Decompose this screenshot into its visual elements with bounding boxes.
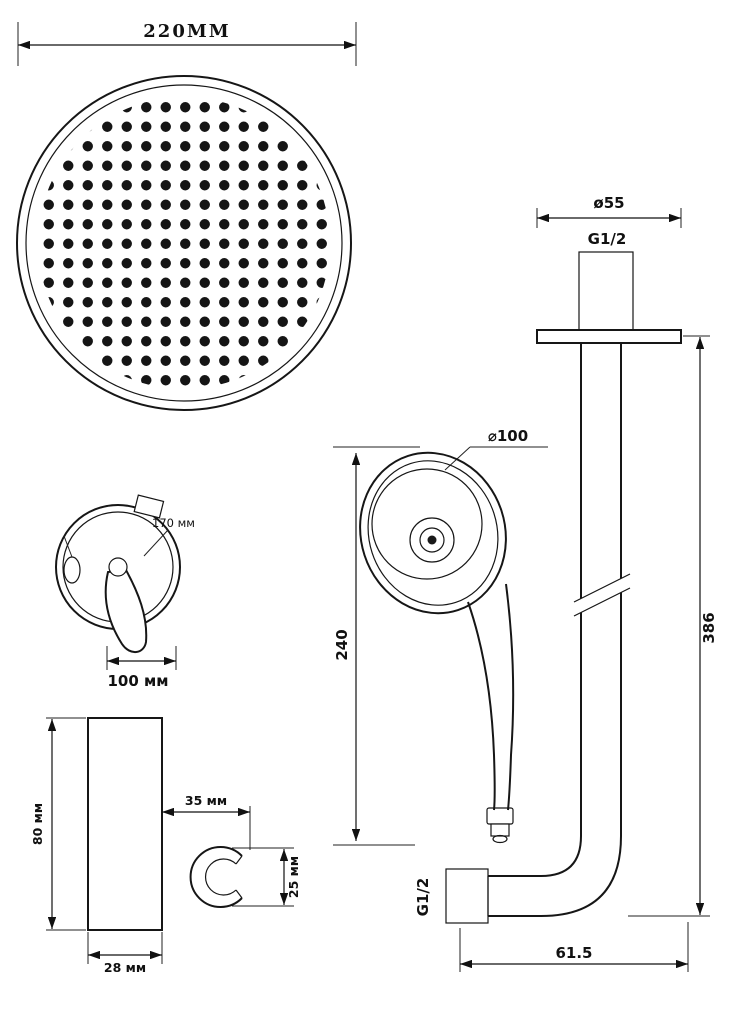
bracket-hook-lip-top <box>235 855 243 865</box>
arm-flange-diameter-label: ø55 <box>593 194 624 212</box>
bracket-plate <box>87 717 163 931</box>
mixer-diverter-knob <box>63 556 81 584</box>
bracket-hook-inner <box>204 858 237 896</box>
hand-shower-center-ring-inner <box>419 527 445 553</box>
hand-shower-length-label: 240 <box>333 629 351 660</box>
mixer-width-label: 170 мм <box>152 516 195 530</box>
hand-shower-handle-left-edge <box>467 601 496 811</box>
hand-shower-handle-thread <box>486 807 514 825</box>
arm-break-line-top <box>573 573 631 603</box>
bracket-hook-outer <box>189 846 243 908</box>
mixer-lever-handle <box>104 568 148 653</box>
arm-thread-top-label: G1/2 <box>588 230 627 248</box>
bracket-height-label: 80 мм <box>30 803 45 845</box>
hand-shower-drawing: 240 ⌀100 <box>333 427 548 846</box>
bracket-depth-label: 35 мм <box>185 793 227 808</box>
arm-ceiling-flange <box>536 329 682 344</box>
arm-pipe-outer-edge <box>488 343 622 917</box>
mixer-lever-pivot <box>108 557 128 577</box>
mixer-diverter-stem <box>63 535 73 558</box>
hand-shower-head-outer <box>359 451 507 615</box>
bracket-width-label: 28 мм <box>104 960 146 975</box>
hand-shower-handle-tip <box>492 834 508 844</box>
rain-shower-head-drawing: 220MM <box>16 21 357 411</box>
arm-top-thread <box>578 251 634 331</box>
hand-shower-center-cap <box>427 535 437 545</box>
shower-arm-drawing: ø55 G1/2 386 G1/2 61.5 <box>414 194 718 972</box>
mixer-valve-drawing: 170 мм 100 мм <box>55 494 195 690</box>
dimension-220mm: 220MM <box>17 21 357 66</box>
bracket-hook-label: 25 мм <box>286 856 301 898</box>
hand-shower-diameter-label: ⌀100 <box>488 427 528 445</box>
arm-length-label: 386 <box>700 612 718 643</box>
bracket-hook-lip-bottom <box>235 889 243 899</box>
arm-thread-bottom-label: G1/2 <box>414 878 432 917</box>
rain-head-outer-rim <box>16 75 352 411</box>
hand-shower-head-rim <box>367 460 499 606</box>
arm-break-gap <box>574 574 630 616</box>
hand-shower-spray-face <box>371 468 483 580</box>
arm-bottom-thread <box>445 868 489 924</box>
mixer-width-leader <box>143 529 169 557</box>
rain-head-diameter-label: 220MM <box>143 21 230 42</box>
mixer-wall-union <box>133 494 165 519</box>
rain-head-nozzle-field <box>38 97 330 389</box>
mixer-height-label: 100 мм <box>107 672 168 690</box>
wall-bracket-drawing: 35 мм 25 мм 80 мм 28 мм <box>30 717 301 975</box>
hand-shower-handle-nut <box>490 823 510 837</box>
rain-head-inner-rim <box>25 84 343 402</box>
arm-pipe-inner-edge <box>488 343 582 877</box>
arm-break-line-bottom <box>573 587 631 617</box>
hand-shower-handle-right-edge <box>505 583 515 811</box>
arm-offset-label: 61.5 <box>555 944 592 962</box>
